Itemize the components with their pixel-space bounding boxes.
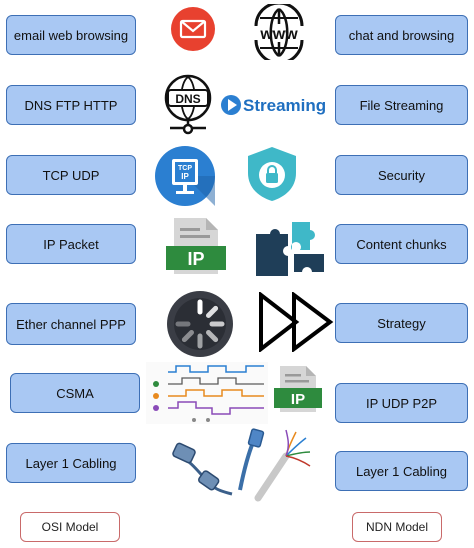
osi-model-legend: OSI Model (20, 512, 120, 542)
ip-document-icon: IP (166, 218, 226, 274)
osi-layer-presentation: DNS FTP HTTP (6, 85, 136, 125)
ip-doc2-text: IP (291, 391, 305, 408)
ndn-layer-application: chat and browsing (335, 15, 468, 55)
streaming-icon: Streaming (221, 95, 326, 115)
osi-layer-physical: Layer 1 Cabling (6, 443, 136, 483)
signal-timing-diagram-icon (146, 362, 268, 424)
ndn-model-legend: NDN Model (352, 512, 442, 542)
ndn-layer-streaming-label: File Streaming (359, 97, 444, 113)
ndn-layer-content: Content chunks (335, 224, 468, 264)
osi-model-legend-label: OSI Model (41, 520, 99, 534)
ip-document-icon-2: IP (274, 366, 322, 412)
serial-cable-icon (172, 442, 233, 496)
ndn-layer-strategy-label: Strategy (377, 315, 426, 331)
ip-doc-text: IP (187, 249, 204, 269)
osi-layer-application-label: email web browsing (13, 27, 129, 43)
osi-layer-transport-label: TCP UDP (42, 167, 100, 183)
osi-layer-application: email web browsing (6, 15, 136, 55)
tcp-text: TCP (178, 165, 192, 172)
ndn-layer-physical: Layer 1 Cabling (335, 451, 468, 491)
tcp-ip-icon: TCP IP (155, 146, 215, 206)
streaming-text: Streaming (243, 96, 326, 115)
fast-forward-icon (259, 292, 334, 352)
osi-layer-mac-label: CSMA (56, 385, 94, 401)
ethernet-cable-icon (238, 428, 265, 491)
www-globe-icon: www (254, 4, 304, 60)
loading-spinner-icon (167, 291, 233, 357)
ndn-layer-security: Security (335, 155, 468, 195)
ndn-layer-application-label: chat and browsing (348, 27, 455, 43)
shield-lock-icon (248, 147, 296, 201)
osi-layer-transport: TCP UDP (6, 155, 136, 195)
www-text: www (259, 26, 298, 43)
ndn-model-legend-label: NDN Model (365, 520, 428, 534)
osi-layer-mac: CSMA (10, 373, 140, 413)
ndn-layer-physical-label: Layer 1 Cabling (355, 463, 448, 479)
ndn-layer-streaming: File Streaming (335, 85, 468, 125)
email-icon (171, 7, 215, 51)
dns-server-icon: DNS (164, 74, 212, 135)
osi-layer-network-label: IP Packet (43, 236, 99, 252)
osi-layer-network: IP Packet (6, 224, 136, 264)
osi-layer-physical-label: Layer 1 Cabling (25, 455, 117, 471)
fiber-cable-icon (254, 429, 311, 502)
ndn-layer-transport: IP UDP P2P (335, 383, 468, 423)
ndn-layer-transport-label: IP UDP P2P (365, 395, 438, 411)
dns-text: DNS (175, 92, 200, 106)
puzzle-pieces-icon (256, 222, 324, 276)
ndn-layer-security-label: Security (378, 167, 425, 183)
osi-layer-datalink: Ether channel PPP (6, 303, 136, 345)
ndn-layer-content-label: Content chunks (356, 236, 447, 252)
ndn-layer-strategy: Strategy (335, 303, 468, 343)
osi-layer-datalink-label: Ether channel PPP (16, 316, 126, 332)
osi-layer-presentation-label: DNS FTP HTTP (24, 97, 118, 113)
ip-icon-text: IP (181, 172, 189, 181)
